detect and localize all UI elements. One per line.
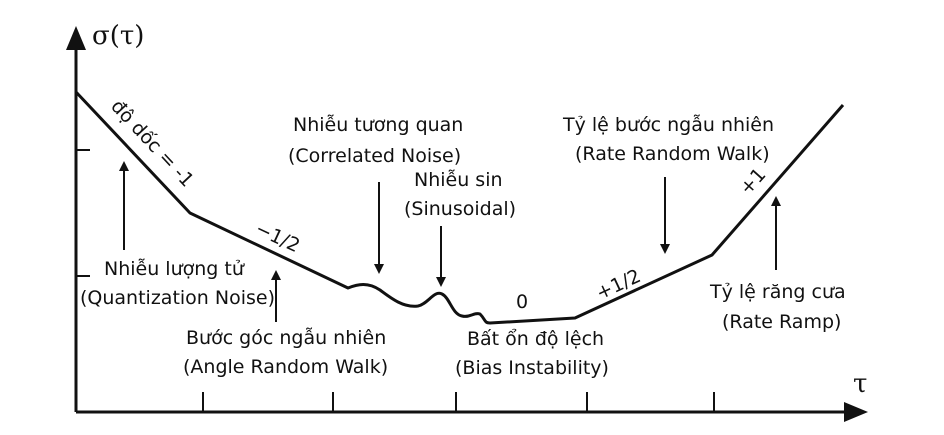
x-axis-arrowhead — [844, 402, 868, 422]
slope-angle-random-walk: −1/2 — [252, 218, 303, 258]
label-sinusoidal-en: (Sinusoidal) — [404, 198, 516, 220]
label-angle-random-walk-vi: Bước góc ngẫu nhiên — [186, 326, 386, 349]
y-axis-arrowhead — [66, 26, 86, 50]
label-correlated-vi: Nhiễu tương quan — [293, 113, 463, 136]
label-bias-instability-vi: Bất ổn độ lệch — [467, 328, 604, 350]
label-angle-random-walk-en: (Angle Random Walk) — [183, 356, 388, 378]
label-correlated-en: (Correlated Noise) — [288, 145, 461, 167]
y-axis-label: σ(τ) — [92, 21, 144, 51]
allan-deviation-curve — [74, 90, 845, 325]
label-rate-ramp-en: (Rate Ramp) — [722, 311, 841, 333]
label-sinusoidal-vi: Nhiễu sin — [414, 168, 503, 191]
slope-bias-instability: 0 — [516, 291, 528, 313]
label-rate-random-walk-en: (Rate Random Walk) — [575, 143, 770, 165]
label-rate-ramp-vi: Tỷ lệ răng cưa — [709, 281, 846, 303]
slope-quantization: độ dốc = -1 — [106, 95, 198, 191]
label-quantization-vi: Nhiễu lượng tử — [104, 257, 245, 280]
label-rate-random-walk-vi: Tỷ lệ bước ngẫu nhiên — [562, 113, 774, 136]
x-axis-label: τ — [853, 369, 867, 399]
label-bias-instability-en: (Bias Instability) — [455, 357, 609, 379]
label-quantization-en: (Quantization Noise) — [80, 287, 275, 309]
